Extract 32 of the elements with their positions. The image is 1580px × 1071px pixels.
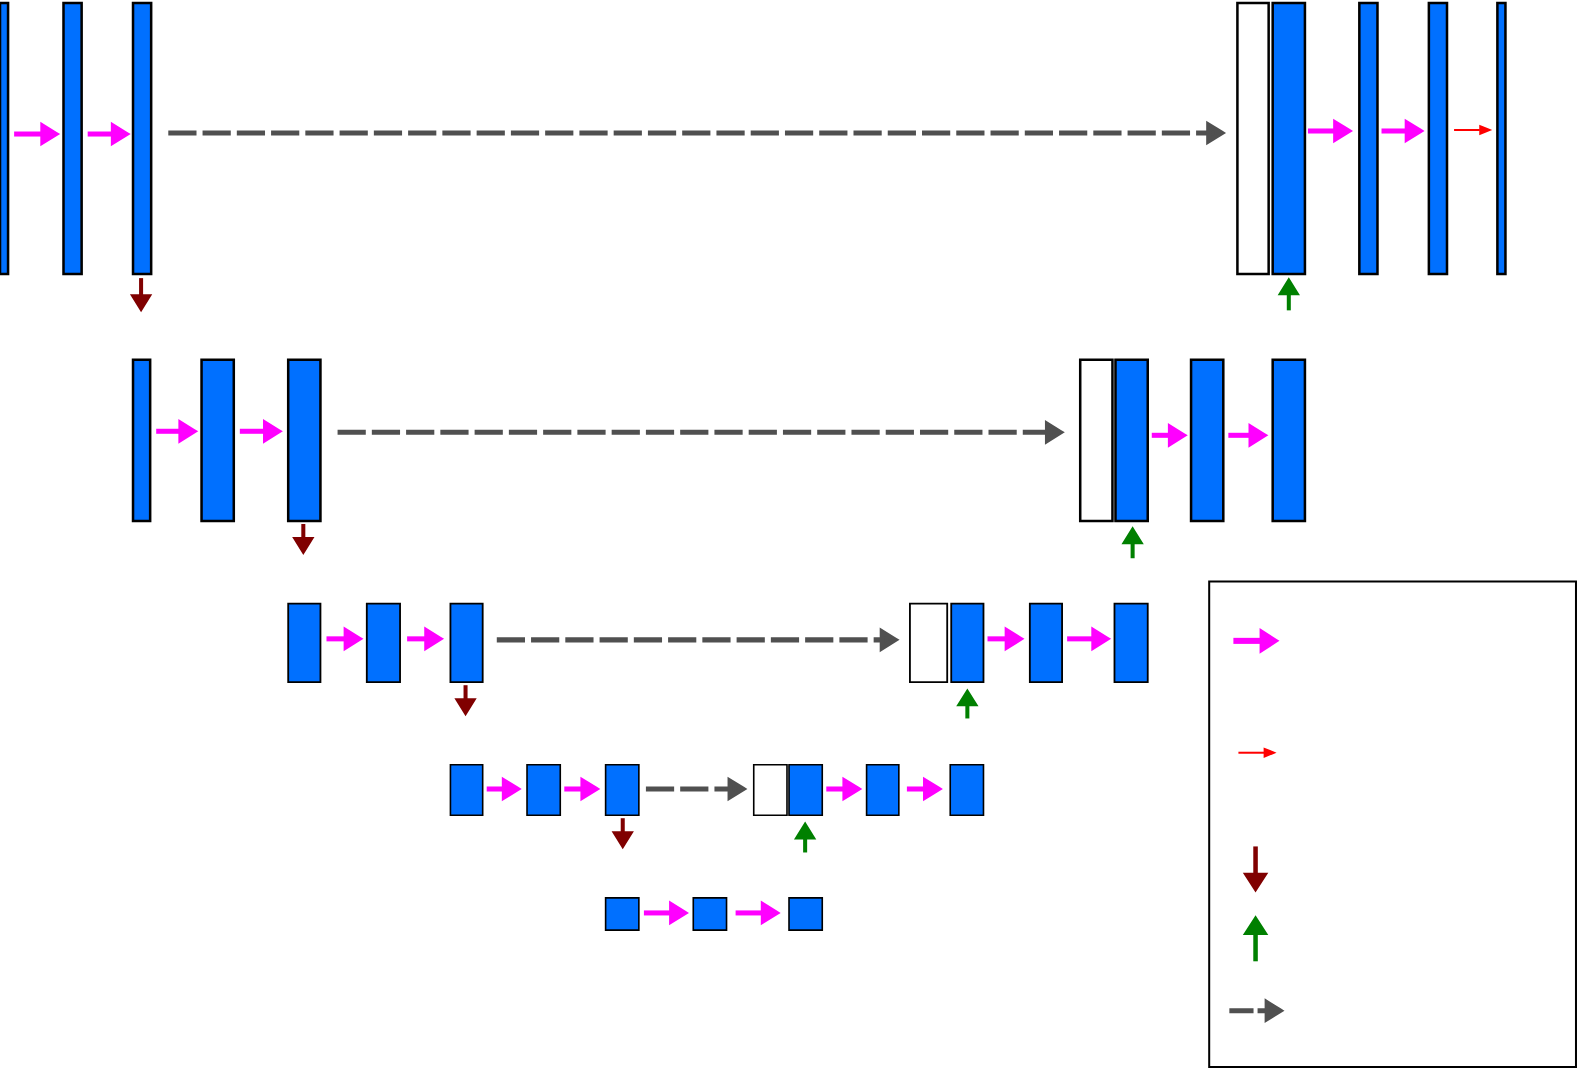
outline-box bbox=[1236, 1, 1270, 276]
filled-bar bbox=[449, 763, 484, 816]
outline-box bbox=[752, 763, 788, 816]
filled-bar bbox=[131, 1, 153, 276]
filled-bar bbox=[1028, 602, 1063, 684]
filled-bar bbox=[788, 896, 824, 931]
filled-bar bbox=[1358, 1, 1379, 276]
filled-bar bbox=[200, 358, 236, 523]
filled-bar bbox=[1114, 358, 1149, 523]
filled-bar bbox=[604, 763, 640, 816]
filled-bar bbox=[692, 896, 728, 931]
filled-bar bbox=[62, 1, 83, 276]
filled-bar bbox=[449, 602, 484, 684]
filled-bar bbox=[1496, 1, 1507, 276]
filled-bar bbox=[287, 602, 322, 684]
filled-bar bbox=[949, 763, 985, 816]
filled-bar bbox=[1271, 358, 1307, 523]
outline-box bbox=[1078, 358, 1114, 523]
filled-bar bbox=[1113, 602, 1149, 684]
filled-bar bbox=[286, 358, 322, 523]
filled-bar bbox=[950, 602, 985, 684]
filled-bar bbox=[0, 1, 10, 276]
filled-bar bbox=[788, 763, 824, 816]
filled-bar bbox=[365, 602, 401, 684]
outline-box bbox=[909, 602, 949, 684]
filled-bar bbox=[526, 763, 562, 816]
filled-bar bbox=[865, 763, 900, 816]
filled-bar bbox=[604, 896, 640, 931]
filled-bar bbox=[131, 358, 152, 523]
filled-bar bbox=[1427, 1, 1449, 276]
filled-bar bbox=[1189, 358, 1225, 523]
filled-bar bbox=[1271, 1, 1307, 276]
